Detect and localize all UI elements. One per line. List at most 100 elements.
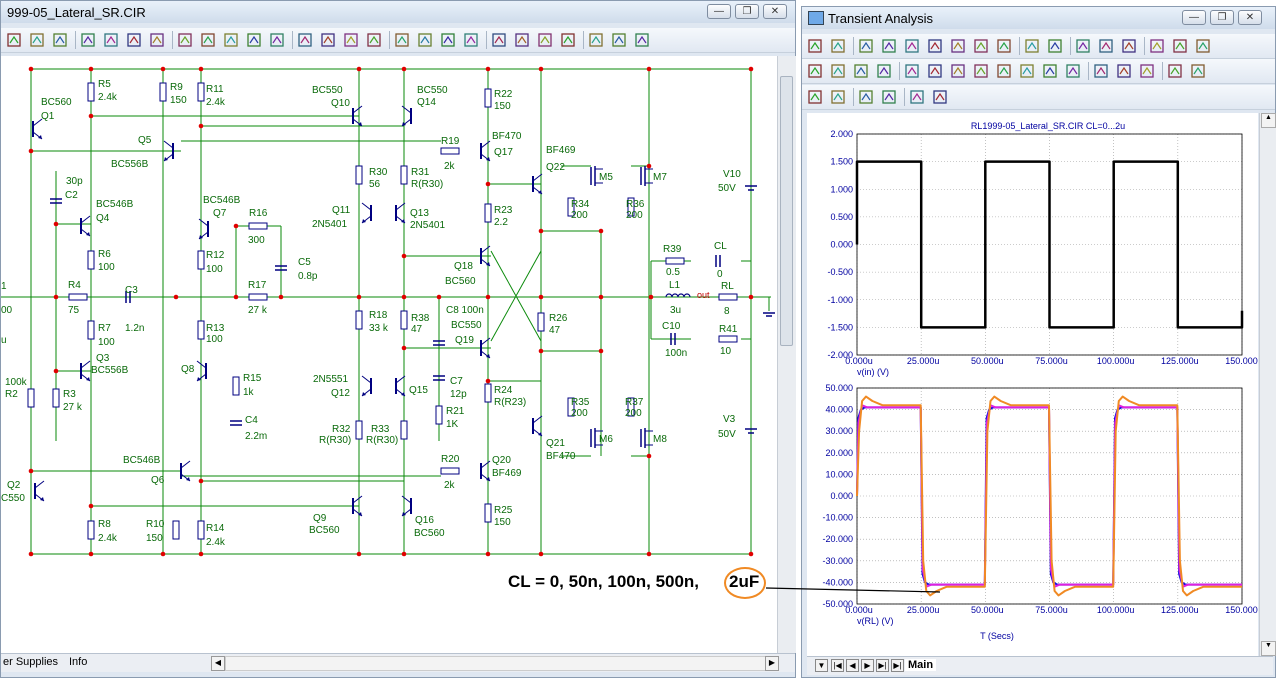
- label-m6: M6: [599, 434, 613, 445]
- transient-top-tool-11-icon[interactable]: [1046, 37, 1064, 55]
- schematic-tool-8-icon[interactable]: [176, 31, 194, 49]
- transient-top-tool-2-icon[interactable]: [829, 37, 847, 55]
- transient-mid-tool-10-icon[interactable]: [1018, 62, 1036, 80]
- nav-menu-button[interactable]: ▼: [815, 659, 828, 672]
- schematic-tool-1-icon[interactable]: [5, 31, 23, 49]
- schematic-tool-4-icon[interactable]: [79, 31, 97, 49]
- transient-bottom-tool-4-icon[interactable]: [880, 88, 898, 106]
- tab-power-supplies[interactable]: er Supplies: [3, 656, 59, 668]
- schematic-tool-25-icon[interactable]: [587, 31, 605, 49]
- transient-top-tool-1-icon[interactable]: [806, 37, 824, 55]
- hscroll-right-button[interactable]: ▶: [765, 656, 779, 671]
- transient-mid-tool-1-icon[interactable]: [806, 62, 824, 80]
- schematic-tool-3-icon[interactable]: [51, 31, 69, 49]
- schematic-tool-17-icon[interactable]: [393, 31, 411, 49]
- schematic-tool-14-icon[interactable]: [319, 31, 337, 49]
- transient-titlebar[interactable]: Transient Analysis — ❐ ✕: [802, 7, 1275, 29]
- transient-restore-button[interactable]: ❐: [1210, 10, 1234, 25]
- schematic-tool-26-icon[interactable]: [610, 31, 628, 49]
- plot-vscroll[interactable]: ▲ ▼: [1259, 113, 1276, 656]
- schematic-tool-23-icon[interactable]: [536, 31, 554, 49]
- hscroll-left-button[interactable]: ◀: [211, 656, 225, 671]
- plot-vscroll-up[interactable]: ▲: [1261, 113, 1276, 128]
- tab-main[interactable]: Main: [905, 659, 937, 671]
- label-r33: R33: [371, 424, 390, 435]
- schematic-tool-11-icon[interactable]: [245, 31, 263, 49]
- transient-top-tool-3-icon[interactable]: [857, 37, 875, 55]
- x-tick-label: 0.000u: [845, 356, 873, 366]
- tab-info[interactable]: Info: [69, 656, 88, 668]
- schematic-tool-20-icon[interactable]: [462, 31, 480, 49]
- minimize-button[interactable]: —: [707, 4, 731, 19]
- schematic-hscroll[interactable]: [225, 656, 767, 671]
- nav-last-button[interactable]: ▶|: [876, 659, 889, 672]
- transient-top-tool-13-icon[interactable]: [1097, 37, 1115, 55]
- schematic-tool-16-icon[interactable]: [365, 31, 383, 49]
- nav-first-button[interactable]: |◀: [831, 659, 844, 672]
- transient-bottom-tool-2-icon[interactable]: [829, 88, 847, 106]
- schematic-tool-7-icon[interactable]: [148, 31, 166, 49]
- junction-dot: [53, 368, 59, 374]
- transient-bottom-tool-3-icon[interactable]: [857, 88, 875, 106]
- transient-mid-tool-4-icon[interactable]: [875, 62, 893, 80]
- transient-mid-tool-7-icon[interactable]: [949, 62, 967, 80]
- schematic-tool-18-icon[interactable]: [416, 31, 434, 49]
- schematic-tool-6-icon[interactable]: [125, 31, 143, 49]
- transient-bottom-tool-5-icon[interactable]: [908, 88, 926, 106]
- transient-top-tool-10-icon[interactable]: [1023, 37, 1041, 55]
- transient-top-tool-4-icon[interactable]: [880, 37, 898, 55]
- transient-top-tool-5-icon[interactable]: [903, 37, 921, 55]
- transient-top-tool-15-icon[interactable]: [1148, 37, 1166, 55]
- transient-mid-tool-6-icon[interactable]: [926, 62, 944, 80]
- transient-mid-tool-12-icon[interactable]: [1064, 62, 1082, 80]
- transient-mid-tool-16-icon[interactable]: [1166, 62, 1184, 80]
- schematic-tool-9-icon[interactable]: [199, 31, 217, 49]
- schematic-tool-12-icon[interactable]: [268, 31, 286, 49]
- schematic-titlebar[interactable]: 999-05_Lateral_SR.CIR — ❐ ✕: [1, 1, 795, 23]
- transient-top-tool-8-icon[interactable]: [972, 37, 990, 55]
- schematic-tool-2-icon[interactable]: [28, 31, 46, 49]
- transient-mid-tool-2-icon[interactable]: [829, 62, 847, 80]
- schematic-tool-5-icon[interactable]: [102, 31, 120, 49]
- schematic-tool-21-icon[interactable]: [490, 31, 508, 49]
- transient-mid-tool-15-icon[interactable]: [1138, 62, 1156, 80]
- schematic-vscroll-thumb[interactable]: [780, 76, 793, 346]
- schematic-tool-27-icon[interactable]: [633, 31, 651, 49]
- transient-top-tool-12-icon[interactable]: [1074, 37, 1092, 55]
- transient-mid-tool-9-icon[interactable]: [995, 62, 1013, 80]
- transient-top-tool-14-icon[interactable]: [1120, 37, 1138, 55]
- schematic-tool-15-icon[interactable]: [342, 31, 360, 49]
- transient-mid-tool-8-icon[interactable]: [972, 62, 990, 80]
- transient-mid-tool-5-icon[interactable]: [903, 62, 921, 80]
- transient-mid-tool-11-icon[interactable]: [1041, 62, 1059, 80]
- nav-next-button[interactable]: ▶: [861, 659, 874, 672]
- nav-end-button[interactable]: ▶|: [891, 659, 904, 672]
- transient-mid-tool-3-icon[interactable]: [852, 62, 870, 80]
- transient-close-button[interactable]: ✕: [1238, 10, 1262, 25]
- plot-vscroll-down[interactable]: ▼: [1261, 641, 1276, 656]
- schematic-tool-13-icon[interactable]: [296, 31, 314, 49]
- transient-mid-tool-14-icon[interactable]: [1115, 62, 1133, 80]
- schematic-vscroll[interactable]: [777, 56, 796, 653]
- transient-mid-tool-13-icon[interactable]: [1092, 62, 1110, 80]
- transient-bottom-tool-6-icon[interactable]: [931, 88, 949, 106]
- nav-prev-button[interactable]: ◀: [846, 659, 859, 672]
- transient-top-tool-17-icon[interactable]: [1194, 37, 1212, 55]
- transient-bottom-tool-1-icon[interactable]: [806, 88, 824, 106]
- restore-button[interactable]: ❐: [735, 4, 759, 19]
- schematic-tool-22-icon[interactable]: [513, 31, 531, 49]
- schematic-tool-24-icon[interactable]: [559, 31, 577, 49]
- transient-top-tool-16-icon[interactable]: [1171, 37, 1189, 55]
- transient-top-tool-6-icon[interactable]: [926, 37, 944, 55]
- toolbar-separator: [486, 31, 487, 49]
- transient-minimize-button[interactable]: —: [1182, 10, 1206, 25]
- schematic-tool-19-icon[interactable]: [439, 31, 457, 49]
- schematic-tool-10-icon[interactable]: [222, 31, 240, 49]
- transient-top-tool-9-icon[interactable]: [995, 37, 1013, 55]
- close-button[interactable]: ✕: [763, 4, 787, 19]
- transient-mid-tool-17-icon[interactable]: [1189, 62, 1207, 80]
- x-tick-label: 150.000u: [1225, 605, 1258, 615]
- transient-top-tool-7-icon[interactable]: [949, 37, 967, 55]
